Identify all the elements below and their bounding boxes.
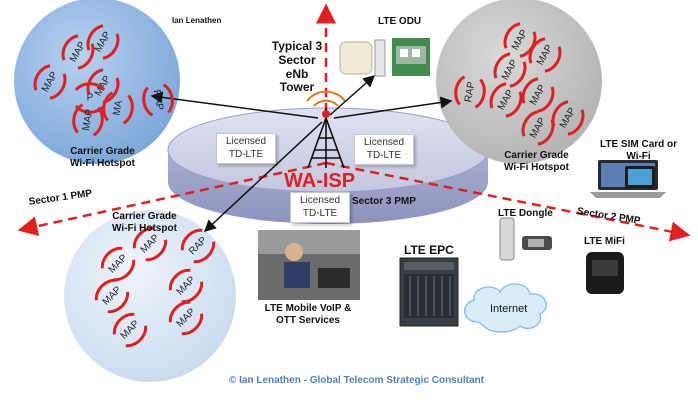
hotspot-node: MA	[102, 91, 134, 125]
lte-dongle-label: LTE Dongle	[498, 208, 553, 219]
lte-odu-label: LTE ODU	[378, 16, 422, 27]
node-signal-arc	[489, 82, 507, 109]
sector-lines	[17, 3, 691, 242]
node-signal-arc	[168, 268, 191, 291]
lte-epc-label: LTE EPC	[404, 243, 454, 257]
licensed-box-left: Licensed TD-LTE	[216, 133, 276, 164]
node-signal-arc	[122, 94, 134, 125]
lte-epc-icon	[399, 257, 459, 327]
licensed-box-bottom: Licensed TD-LTE	[290, 192, 350, 223]
hotspot-label-left: Carrier Grade Wi-Fi Hotspot	[70, 146, 135, 169]
node-signal-arc	[94, 278, 117, 301]
node-signal-arc	[180, 228, 203, 251]
node-signal-arc	[100, 246, 123, 269]
node-signal-arc	[503, 22, 521, 49]
node-signal-arc	[474, 78, 486, 109]
node-signal-arc	[493, 52, 511, 79]
node-signal-arc	[142, 86, 154, 117]
licensed-box-right: Licensed TD-LTE	[354, 134, 414, 165]
node-signal-arc	[61, 34, 79, 61]
link-arrows	[150, 75, 453, 233]
node-signal-arc	[92, 106, 104, 137]
node-signal-arc	[86, 24, 104, 51]
sector-3-label: Sector 3 PMP	[352, 196, 416, 207]
node-label: RAP	[151, 89, 165, 111]
lte-dongle-icon	[499, 217, 552, 261]
node-signal-arc	[77, 43, 95, 70]
copyright-footer: © Ian Lenathen - Global Telecom Strategi…	[229, 375, 484, 386]
node-signal-arc	[33, 64, 51, 91]
node-signal-arc	[537, 86, 555, 113]
lte-mifi-label: LTE MiFi	[584, 236, 625, 247]
laptop-tablet-icon	[590, 160, 666, 198]
lte-odu-icon	[339, 38, 430, 77]
node-signal-arc	[113, 259, 136, 282]
node-signal-arc	[168, 300, 191, 323]
hotspot-circle-left	[14, 0, 180, 164]
node-signal-arc	[112, 312, 135, 335]
node-signal-arc	[544, 46, 562, 73]
node-signal-arc	[537, 119, 555, 146]
node-signal-arc	[49, 73, 67, 100]
node-signal-arc	[521, 110, 539, 137]
node-signal-arc	[72, 103, 84, 134]
node-label: RAP	[463, 81, 477, 103]
voip-label: LTE Mobile VoIP & OTT Services	[264, 303, 352, 326]
node-signal-arc	[521, 77, 539, 104]
node-signal-arc	[181, 313, 204, 336]
node-signal-arc	[102, 33, 120, 60]
node-label: MA	[111, 99, 124, 116]
node-signal-arc	[102, 91, 114, 122]
hotspot-node: RAP	[454, 75, 486, 109]
node-signal-arc	[193, 241, 216, 264]
node-signal-arc	[86, 68, 104, 95]
node-signal-arc	[567, 109, 585, 136]
node-signal-arc	[145, 239, 168, 262]
lte-tower-icon	[306, 90, 346, 169]
node-signal-arc	[107, 291, 130, 314]
node-signal-arc	[132, 226, 155, 249]
internet-cloud-icon	[464, 283, 547, 333]
node-signal-arc	[454, 75, 466, 106]
node-signal-arc	[125, 325, 148, 348]
hotspot-node: RAP	[142, 83, 174, 117]
node-signal-arc	[528, 37, 546, 64]
tower-label: Typical 3 Sector eNb Tower	[271, 39, 323, 95]
node-label: MAP	[81, 108, 96, 132]
lte-sim-label: LTE SIM Card or Wi-Fi	[600, 139, 678, 162]
node-signal-arc	[509, 61, 527, 88]
internet-label: Internet	[490, 303, 528, 315]
hotspot-node: MAP	[72, 103, 104, 137]
brand-title: WA-ISP	[284, 170, 356, 192]
node-signal-arc	[505, 91, 523, 118]
node-signal-arc	[74, 82, 106, 91]
hotspot-label-bottom: Carrier Grade Wi-Fi Hotspot	[112, 211, 177, 234]
hotspot-label-right: Carrier Grade Wi-Fi Hotspot	[504, 150, 569, 173]
author-label: Ian Lenathen	[172, 16, 222, 25]
node-label: P	[87, 93, 94, 104]
node-signal-arc	[162, 83, 174, 114]
mobile-voip-photo	[258, 230, 360, 300]
lte-mifi-icon	[586, 252, 624, 294]
